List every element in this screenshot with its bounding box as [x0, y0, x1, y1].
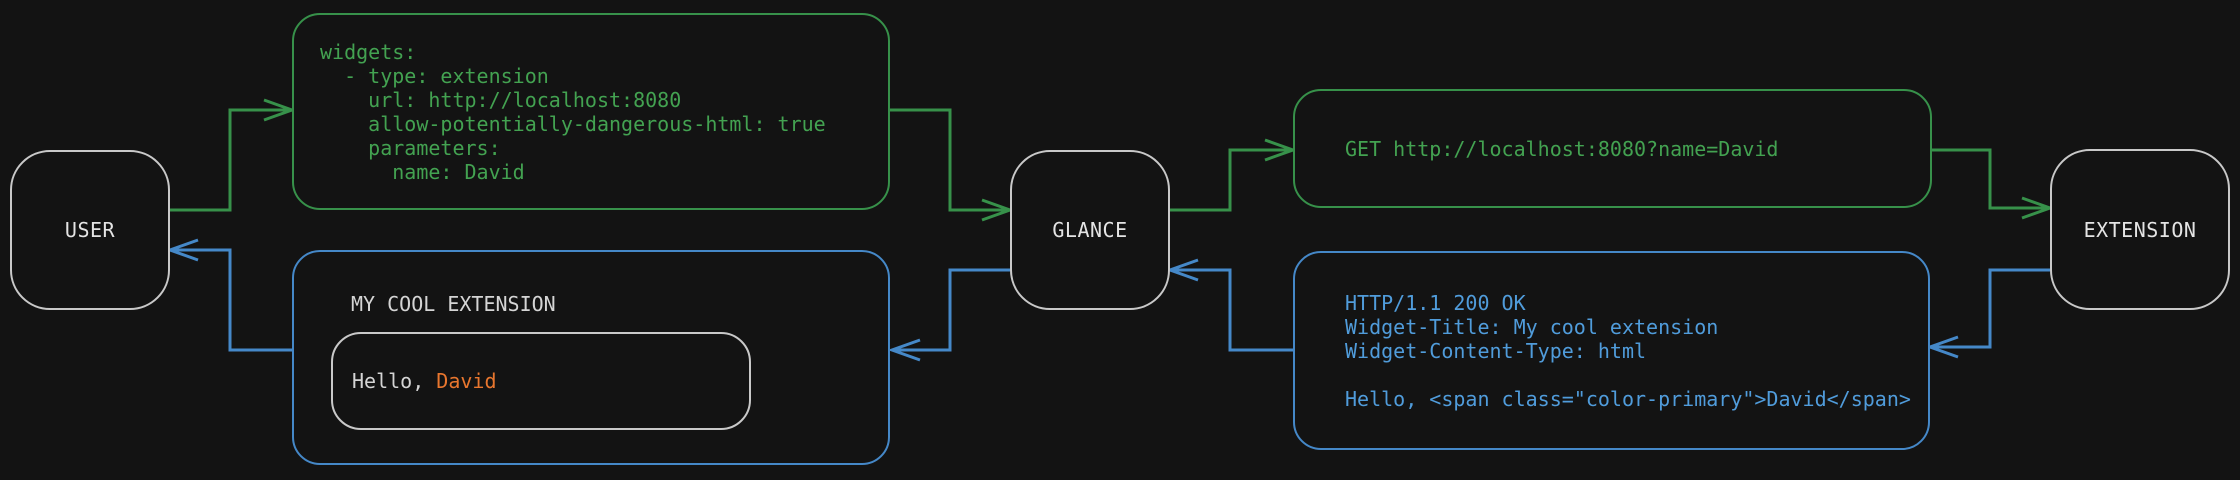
response-line: HTTP/1.1 200 OK: [1345, 290, 1526, 315]
node-extension-label: EXTENSION: [2083, 217, 2197, 242]
node-glance-label: GLANCE: [1052, 218, 1128, 242]
widget-greeting: Hello, David: [333, 369, 497, 393]
node-glance: GLANCE: [1010, 150, 1170, 310]
config-line: widgets:: [320, 39, 417, 64]
greeting-name: David: [436, 369, 497, 393]
arrow-glance-to-widget: [887, 268, 1010, 362]
config-line: name: David: [320, 159, 525, 184]
arrow-config-to-glance: [890, 108, 1015, 222]
response-line: [1345, 363, 1928, 387]
response-line: Hello, <span class="color-primary">David…: [1345, 386, 1911, 411]
response-line: Widget-Content-Type: html: [1345, 338, 1647, 363]
arrow-glance-to-request: [1170, 138, 1298, 212]
response-line: Widget-Title: My cool extension: [1345, 314, 1719, 339]
node-extension: EXTENSION: [2050, 149, 2230, 310]
http-request-box: GET http://localhost:8080?name=David: [1293, 89, 1932, 208]
config-line: url: http://localhost:8080: [320, 87, 682, 112]
arrow-request-to-extension: [1932, 148, 2055, 220]
request-line: GET http://localhost:8080?name=David: [1345, 136, 1779, 161]
arrow-extension-to-response: [1925, 268, 2050, 359]
node-user: USER: [10, 150, 170, 310]
greeting-prefix: Hello,: [352, 369, 437, 393]
config-line: parameters:: [320, 135, 501, 160]
widget-title: MY COOL EXTENSION: [351, 292, 556, 316]
rendered-widget-box: MY COOL EXTENSION Hello, David: [292, 250, 890, 465]
arrow-response-to-glance: [1165, 258, 1293, 352]
widget-content-card: Hello, David: [331, 332, 751, 430]
node-user-label: USER: [64, 218, 116, 242]
config-yaml-box: widgets: - type: extension url: http://l…: [292, 13, 890, 210]
http-response-box: HTTP/1.1 200 OK Widget-Title: My cool ex…: [1293, 251, 1930, 450]
config-line: allow-potentially-dangerous-html: true: [320, 111, 826, 136]
config-line: - type: extension: [320, 63, 549, 88]
arrow-user-to-config: [170, 98, 297, 212]
arrow-widget-to-user: [165, 238, 292, 352]
